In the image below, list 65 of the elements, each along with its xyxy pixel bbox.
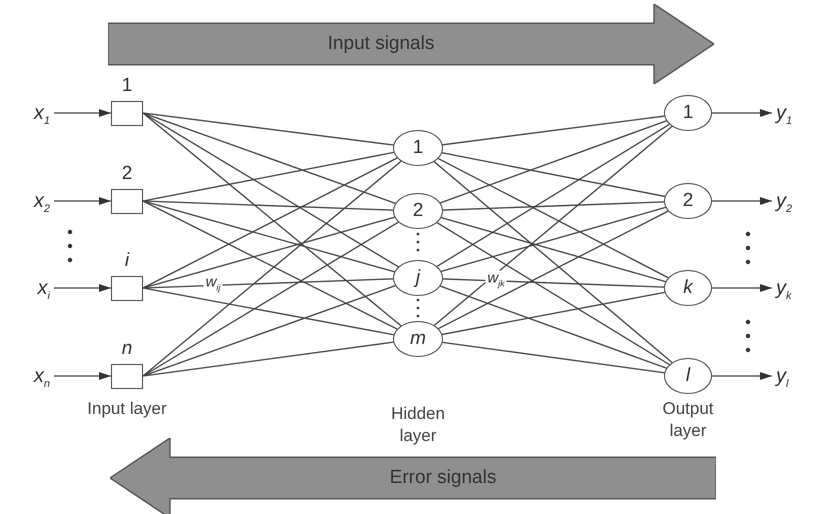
neuron-circle: 1 bbox=[664, 95, 712, 131]
arrow bbox=[54, 284, 111, 292]
neuron-circle: j bbox=[393, 260, 443, 296]
variable-label: x$_{2}$ bbox=[34, 190, 50, 212]
connection-line bbox=[434, 161, 672, 364]
layer-label: Output layer bbox=[661, 398, 715, 442]
variable-label: x$_{i}$ bbox=[38, 277, 50, 299]
neuron-index: i bbox=[124, 250, 130, 272]
connection-line bbox=[442, 342, 664, 374]
neuron-circle: 2 bbox=[664, 183, 712, 219]
neuron-circle: m bbox=[393, 321, 443, 357]
arrow bbox=[54, 197, 111, 205]
neuron-circle: k bbox=[664, 270, 712, 306]
layer-label: Input layer bbox=[87, 398, 167, 420]
arrow bbox=[712, 372, 772, 380]
connection-line bbox=[442, 278, 664, 288]
neuron-index: 1 bbox=[120, 75, 134, 97]
connection-line bbox=[142, 200, 394, 211]
connection-line bbox=[142, 152, 394, 202]
variable-label: y$_{l}$ bbox=[776, 365, 788, 387]
connection-line bbox=[142, 112, 402, 326]
connection-line bbox=[142, 287, 394, 336]
arrow-label: Input signals bbox=[326, 33, 436, 55]
connection-line bbox=[441, 217, 666, 282]
connection-line bbox=[442, 115, 664, 146]
variable-label: y$_{2}$ bbox=[776, 190, 792, 212]
connection-line bbox=[442, 201, 664, 211]
connection-line bbox=[142, 160, 402, 376]
connection-line bbox=[142, 112, 396, 204]
connection-line bbox=[142, 216, 395, 289]
connection-line bbox=[440, 120, 667, 204]
connection-line bbox=[438, 210, 668, 330]
neuron-circle: 1 bbox=[393, 130, 443, 166]
connection-line bbox=[436, 124, 670, 267]
connection-line bbox=[142, 222, 399, 377]
neuron-index: n bbox=[120, 338, 134, 360]
layer-label: Hidden layer bbox=[390, 403, 446, 447]
arrow bbox=[712, 109, 772, 117]
variable-label: x$_{1}$ bbox=[34, 102, 50, 124]
connection-line bbox=[142, 157, 398, 289]
variable-label: y$_{k}$ bbox=[776, 277, 792, 299]
variable-label: x$_{n}$ bbox=[34, 365, 50, 387]
connection-line bbox=[142, 112, 394, 146]
variable-label: y$_{1}$ bbox=[776, 102, 792, 124]
connection-line bbox=[142, 278, 394, 289]
arrow bbox=[712, 197, 772, 205]
edge-label: w$_{jk}$ bbox=[485, 270, 507, 292]
connection-line bbox=[441, 206, 666, 272]
neuron-circle: 2 bbox=[393, 193, 443, 229]
connection-line bbox=[142, 341, 394, 377]
connection-line bbox=[440, 286, 667, 369]
arrow-label: Error signals bbox=[388, 467, 498, 489]
neuron-circle: l bbox=[664, 358, 712, 394]
connection-line bbox=[436, 222, 670, 366]
connection-line bbox=[142, 285, 396, 377]
connection-line bbox=[142, 200, 398, 330]
arrow bbox=[54, 109, 111, 117]
connection-line bbox=[142, 200, 395, 272]
connection-line bbox=[438, 158, 669, 278]
neuron-index: 2 bbox=[120, 163, 134, 185]
connection-line bbox=[442, 152, 665, 198]
connection-line bbox=[442, 292, 665, 336]
arrow bbox=[712, 284, 772, 292]
arrow bbox=[54, 372, 111, 380]
connection-line bbox=[434, 126, 672, 326]
